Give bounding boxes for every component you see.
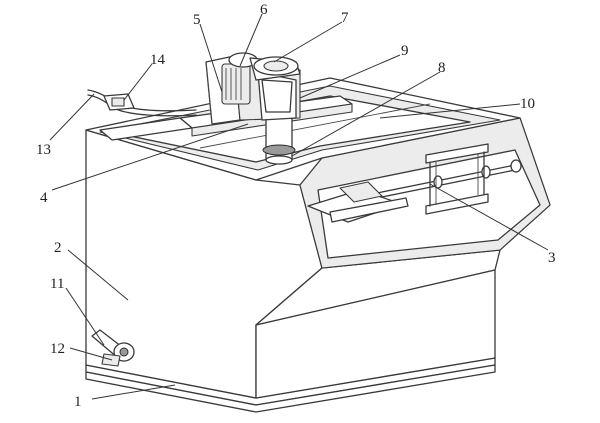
paddle-plate-left [307, 181, 409, 223]
reference-numerals: 1 2 3 4 5 6 7 8 9 10 11 12 13 14 [36, 2, 556, 410]
paddle-frame-right [425, 143, 489, 215]
label-12: 12 [50, 341, 65, 357]
vertical-shaft [262, 114, 296, 165]
label-5: 5 [193, 12, 201, 28]
label-14: 14 [150, 52, 166, 68]
label-9: 9 [401, 43, 409, 59]
label-6: 6 [260, 2, 268, 18]
label-10: 10 [520, 96, 535, 112]
reducer [249, 56, 301, 113]
label-7: 7 [341, 10, 349, 26]
label-2: 2 [54, 240, 62, 256]
label-1: 1 [74, 394, 82, 410]
leader-lines [49, 13, 549, 400]
label-3: 3 [548, 250, 556, 266]
label-11: 11 [50, 276, 64, 292]
label-13: 13 [36, 142, 51, 158]
hose-and-clamp [87, 89, 197, 117]
label-4: 4 [40, 190, 48, 206]
label-8: 8 [438, 60, 446, 76]
